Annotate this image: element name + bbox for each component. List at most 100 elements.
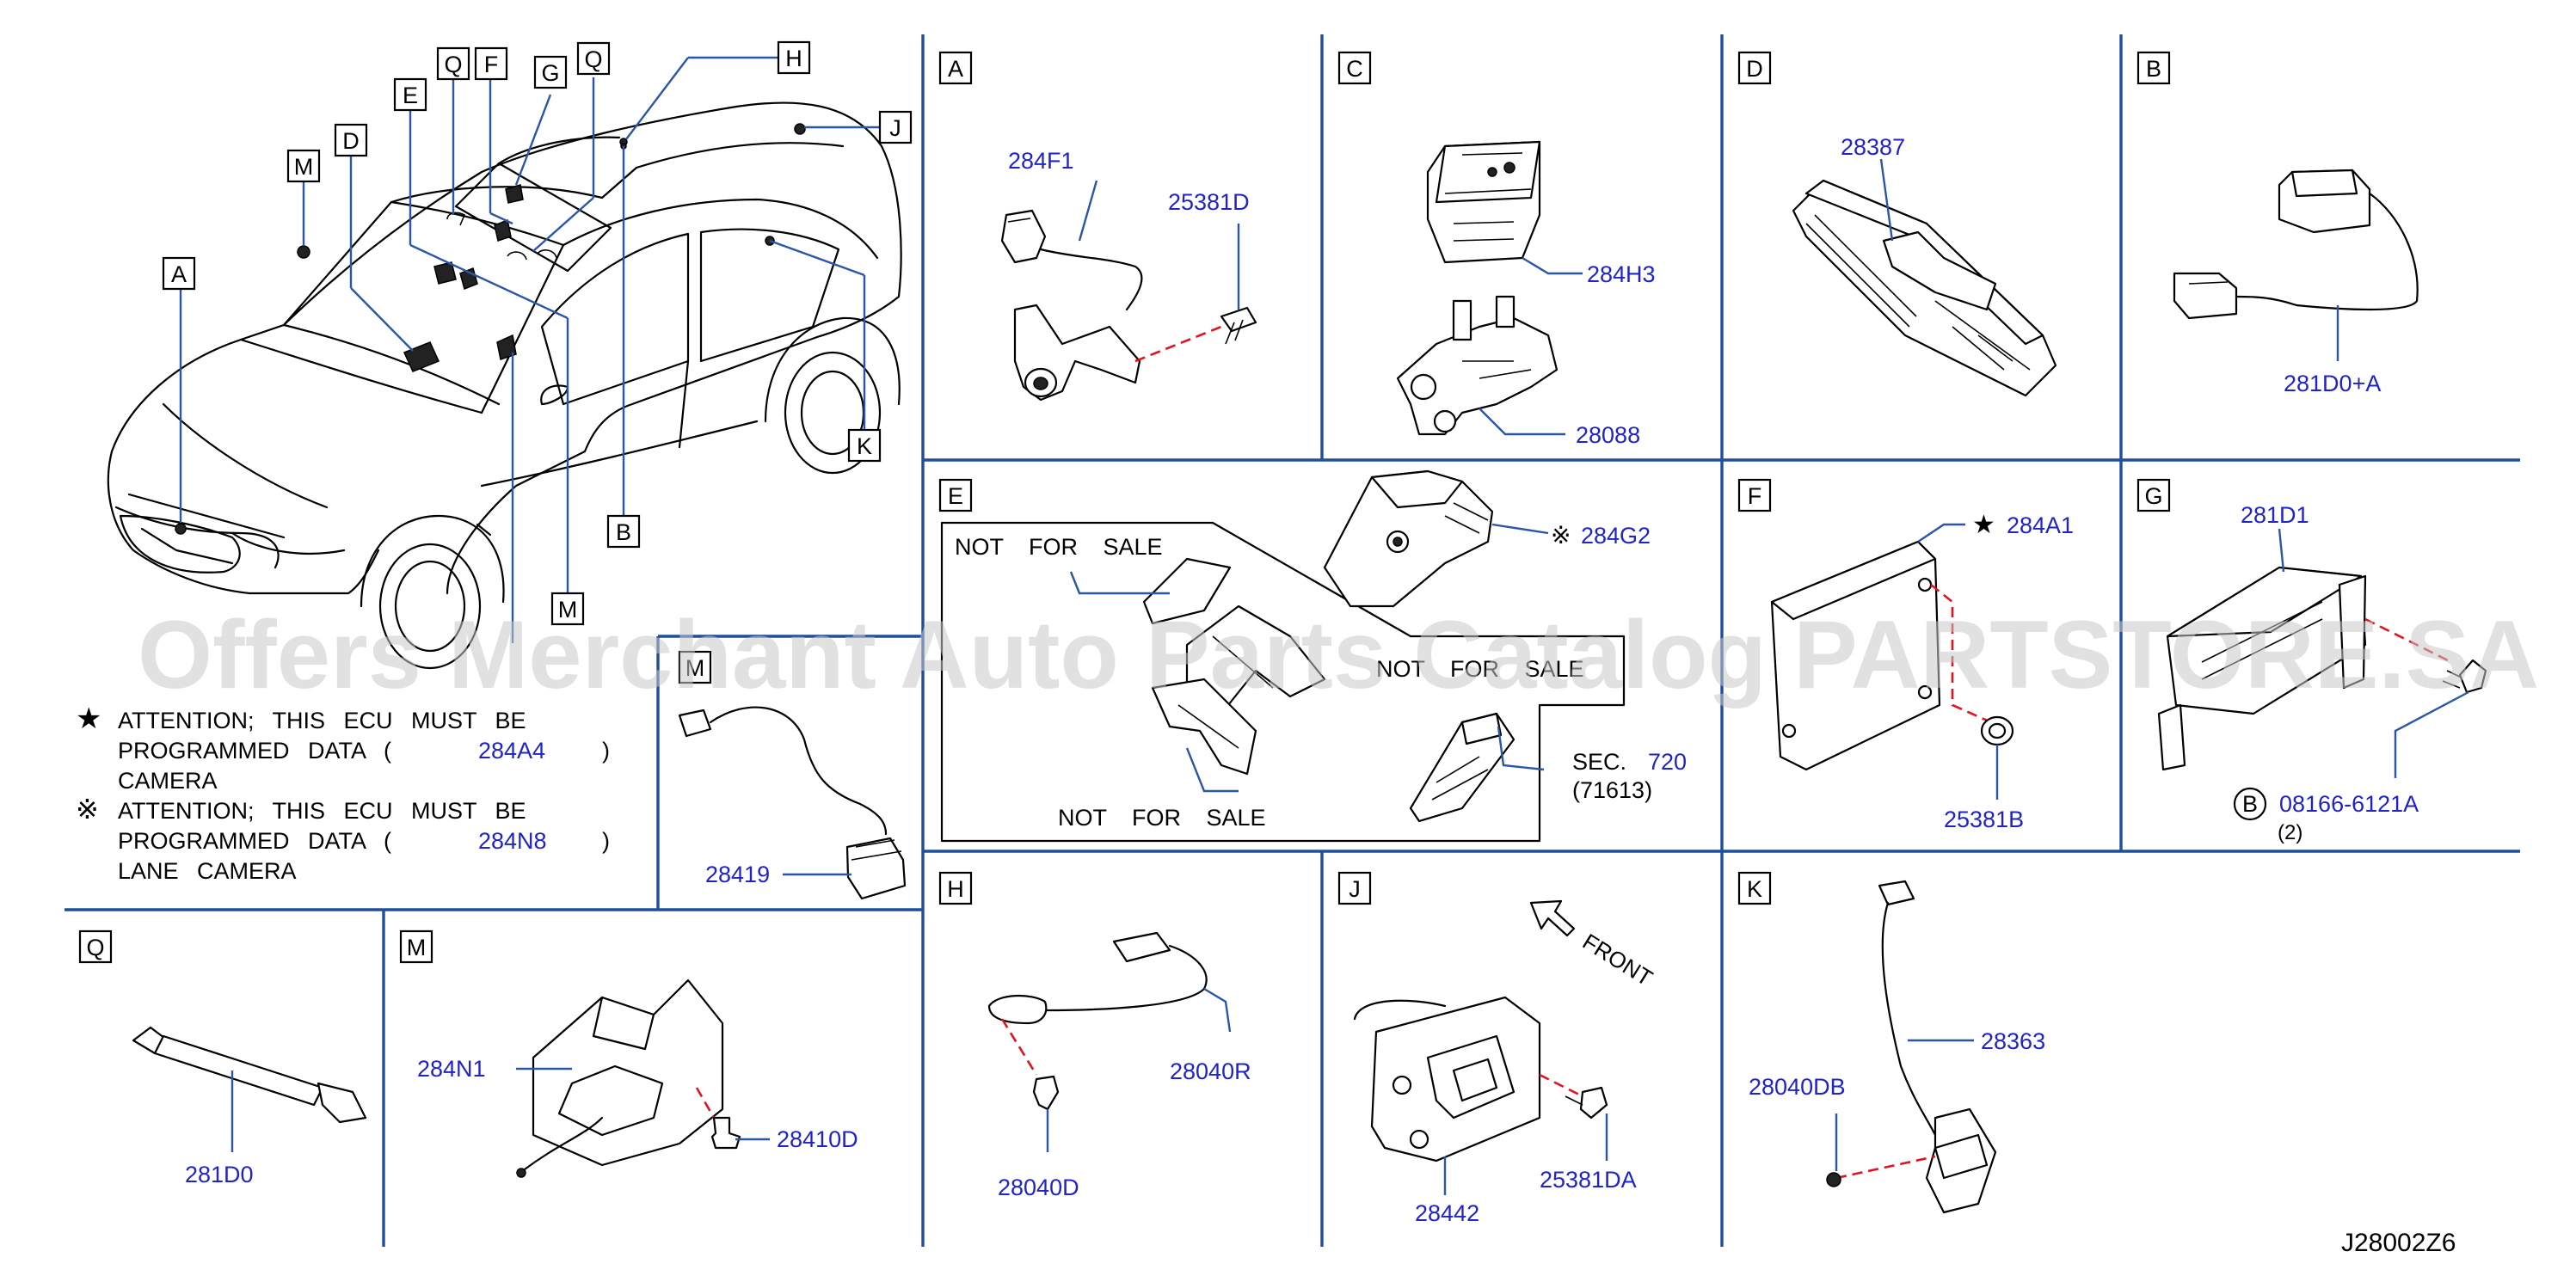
svg-text:284A1: 284A1	[2007, 512, 2074, 538]
svg-text:E: E	[403, 83, 418, 108]
svg-text:284H3: 284H3	[1587, 261, 1656, 287]
panel-g: G 281D1 B 08166-6121A (2)	[2136, 478, 2487, 844]
panel-d: D 28387	[1737, 51, 2057, 397]
panel-m: M 284N1 28410D	[399, 929, 858, 1178]
svg-text:720: 720	[1648, 749, 1687, 775]
svg-text:K: K	[1747, 876, 1762, 902]
svg-text:M: M	[294, 154, 314, 180]
car-callout-g: G	[533, 55, 568, 89]
svg-text:NOT FOR SALE: NOT FOR SALE	[1376, 656, 1584, 682]
svg-text:B: B	[2242, 791, 2258, 817]
svg-text:C: C	[1346, 56, 1363, 82]
car-callout-b: B	[606, 514, 641, 549]
svg-text:28040DB: 28040DB	[1749, 1074, 1846, 1100]
svg-text:J: J	[1349, 876, 1361, 902]
svg-text:J: J	[889, 115, 901, 141]
svg-text:ATTENTION; THIS ECU MUST BE: ATTENTION; THIS ECU MUST BE	[118, 708, 526, 733]
svg-text:284A4: 284A4	[478, 738, 545, 764]
svg-text:PROGRAMMED DATA (: PROGRAMMED DATA (	[118, 738, 391, 764]
svg-text:K: K	[857, 433, 872, 459]
svg-text:Q: Q	[584, 46, 602, 72]
car-callout-q2: Q	[576, 41, 611, 76]
panel-a: A 284F1 25381D	[938, 51, 1257, 402]
svg-text:B: B	[2146, 56, 2161, 82]
svg-text:28442: 28442	[1415, 1200, 1479, 1226]
car-overview: A M D E Q F G Q H J K B M	[107, 40, 913, 670]
svg-text:Q: Q	[86, 935, 104, 960]
front-arrow-icon	[1529, 899, 1576, 937]
svg-text:28419: 28419	[705, 862, 770, 887]
svg-text:284N8: 284N8	[478, 828, 547, 854]
svg-text:08166-6121A: 08166-6121A	[2279, 791, 2419, 817]
car-callout-j: J	[878, 110, 913, 144]
panel-m-upper: M 28419	[678, 650, 907, 900]
svg-text:G: G	[541, 60, 559, 86]
svg-text:284F1: 284F1	[1008, 148, 1074, 174]
svg-text:※: ※	[76, 794, 99, 825]
svg-text:B: B	[616, 519, 631, 545]
svg-text:M: M	[685, 655, 705, 681]
svg-text:(71613): (71613)	[1572, 777, 1652, 803]
svg-text:NOT FOR SALE: NOT FOR SALE	[955, 534, 1163, 560]
svg-text:F: F	[484, 52, 499, 77]
svg-text:SEC.: SEC.	[1572, 749, 1626, 775]
panel-k: K 28363 28040DB	[1737, 871, 2045, 1214]
svg-text:284G2: 284G2	[1581, 523, 1651, 549]
svg-text:(2): (2)	[2278, 821, 2302, 844]
car-callout-d: D	[334, 123, 368, 157]
svg-text:H: H	[785, 46, 802, 71]
svg-text:※: ※	[1551, 522, 1571, 549]
svg-text:): )	[602, 828, 610, 854]
svg-text:PROGRAMMED DATA (: PROGRAMMED DATA (	[118, 828, 391, 854]
svg-text:28387: 28387	[1841, 134, 1905, 160]
svg-text:M: M	[407, 935, 427, 960]
svg-text:NOT FOR SALE: NOT FOR SALE	[1058, 805, 1266, 831]
panel-grid	[65, 34, 2520, 1247]
car-callout-h: H	[777, 40, 811, 75]
svg-text:28363: 28363	[1981, 1028, 2045, 1054]
svg-text:25381B: 25381B	[1944, 807, 2024, 832]
panel-e: E NOT FOR SALE NOT FOR SALE NOT FOR SALE…	[938, 469, 1687, 843]
svg-text:D: D	[342, 128, 360, 154]
panel-h: H 28040R 28040D	[938, 871, 1251, 1200]
svg-text:FRONT: FRONT	[1578, 929, 1657, 991]
car-callout-m: M	[286, 149, 321, 183]
svg-text:A: A	[171, 261, 187, 287]
svg-text:E: E	[948, 483, 963, 509]
watermark: Offers Merchant Auto Parts Catalog PARTS…	[138, 601, 2539, 709]
svg-text:25381D: 25381D	[1168, 189, 1250, 215]
svg-text:CAMERA: CAMERA	[118, 768, 218, 794]
panel-q: Q 281D0	[78, 929, 367, 1187]
svg-text:★: ★	[76, 702, 101, 735]
svg-text:): )	[602, 738, 610, 764]
panel-j: J FRONT 28442 25381DA	[1337, 871, 1657, 1226]
svg-text:281D1: 281D1	[2241, 502, 2309, 528]
svg-text:D: D	[1746, 56, 1763, 82]
svg-text:★: ★	[1972, 511, 1995, 539]
panel-b: B 281D0+A	[2136, 51, 2419, 396]
svg-text:284N1: 284N1	[417, 1056, 486, 1082]
car-callout-m2: M	[550, 592, 585, 626]
svg-text:281D0: 281D0	[185, 1162, 254, 1187]
svg-text:ATTENTION; THIS ECU MUST BE: ATTENTION; THIS ECU MUST BE	[118, 798, 526, 824]
svg-text:M: M	[558, 597, 578, 623]
car-callout-f: F	[474, 46, 508, 81]
svg-text:Q: Q	[444, 52, 462, 77]
car-callout-k: K	[847, 428, 882, 463]
svg-text:A: A	[948, 56, 963, 82]
panel-f: F ★ 284A1 25381B	[1737, 478, 2074, 832]
svg-text:LANE CAMERA: LANE CAMERA	[118, 858, 297, 884]
svg-text:281D0+A: 281D0+A	[2284, 371, 2381, 396]
ecu-notes: ★ ATTENTION; THIS ECU MUST BE PROGRAMMED…	[76, 702, 610, 884]
svg-text:G: G	[2144, 483, 2162, 509]
svg-text:F: F	[1748, 483, 1762, 509]
svg-text:28088: 28088	[1576, 422, 1640, 448]
svg-text:25381DA: 25381DA	[1540, 1167, 1637, 1193]
car-callout-q: Q	[436, 46, 470, 81]
panel-c: C 284H3 28088	[1337, 51, 1656, 448]
diagram-code: J28002Z6	[2341, 1229, 2456, 1257]
svg-text:28410D: 28410D	[777, 1126, 858, 1152]
car-callout-e: E	[393, 77, 427, 112]
svg-text:28040R: 28040R	[1170, 1058, 1251, 1084]
